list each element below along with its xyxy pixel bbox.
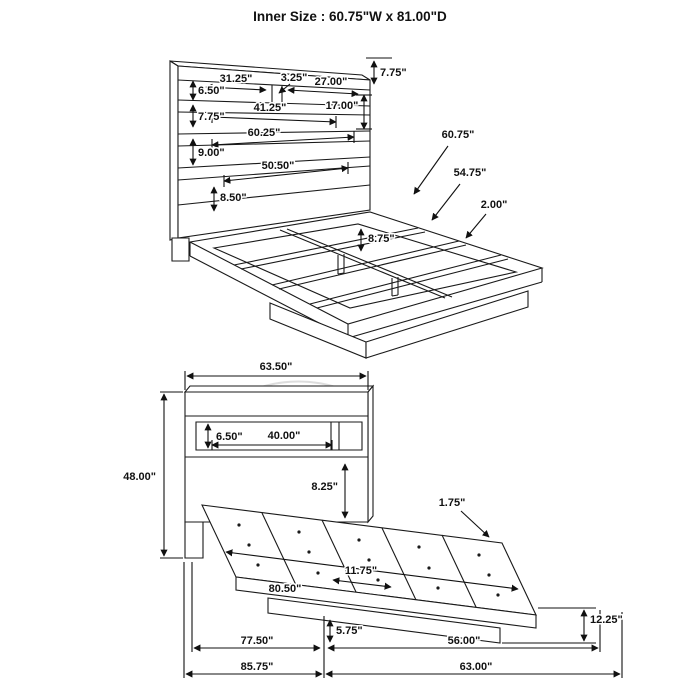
perspective-dimension-lines xyxy=(189,57,487,252)
dim-right-side-height: 17.00" xyxy=(326,100,359,112)
side-bed-drawing xyxy=(183,384,537,644)
dim-slat-length: 54.75" xyxy=(454,167,487,179)
dim-base-width: 56.00" xyxy=(448,635,481,647)
dim-foot-end-height: 12.25" xyxy=(590,614,623,626)
dim-slat-spacing: 11.75" xyxy=(345,565,377,577)
dim-base-height: 5.75" xyxy=(336,625,363,637)
dim-divider-width: 3.25" xyxy=(281,72,308,84)
dim-rail-height: 8.75" xyxy=(368,233,395,245)
dim-lower-opening-width: 50.50" xyxy=(262,160,295,172)
dim-right-opening-width: 27.00" xyxy=(315,76,348,88)
side-dimension-labels: 63.50" 48.00" 6.50" 40.00" 8.25" 1.75" 8… xyxy=(122,360,625,675)
dim-middle-band-width: 41.25" xyxy=(254,102,287,114)
dim-lower-band-height: 9.00" xyxy=(198,147,225,159)
dim-middle-band-height: 7.75" xyxy=(198,111,225,123)
dim-base-length: 77.50" xyxy=(241,635,274,647)
dim-deck-board-thickness: 1.75" xyxy=(439,497,466,509)
dim-rail-thickness: 2.00" xyxy=(481,199,508,211)
dim-headboard-width: 63.50" xyxy=(260,361,293,373)
dim-headboard-height: 48.00" xyxy=(123,471,156,483)
dim-inner-width: 60.75" xyxy=(442,129,475,141)
dim-shelf-opening-width: 40.00" xyxy=(268,430,301,442)
dim-shelf-opening-height: 6.50" xyxy=(198,85,225,97)
dim-overall-width: 63.00" xyxy=(460,661,493,673)
dim-headboard-face-width: 60.25" xyxy=(248,127,281,139)
dim-shelf-to-deck-height: 8.25" xyxy=(311,481,338,493)
dim-shelf-opening-height-side: 6.50" xyxy=(216,431,243,443)
dim-headboard-base-height: 8.50" xyxy=(220,192,247,204)
page-title: Inner Size : 60.75"W x 81.00"D xyxy=(253,9,447,24)
dim-deck-length: 80.50" xyxy=(269,583,302,595)
dim-top-section-height: 7.75" xyxy=(380,67,407,79)
perspective-bed-drawing xyxy=(169,60,544,359)
dim-overall-length: 85.75" xyxy=(241,661,274,673)
side-dimension-lines xyxy=(160,371,623,678)
dim-left-opening-width: 31.25" xyxy=(220,73,253,85)
perspective-dimension-labels: 6.50" 31.25" 3.25" 27.00" 7.75" 41.25" 1… xyxy=(197,66,509,247)
